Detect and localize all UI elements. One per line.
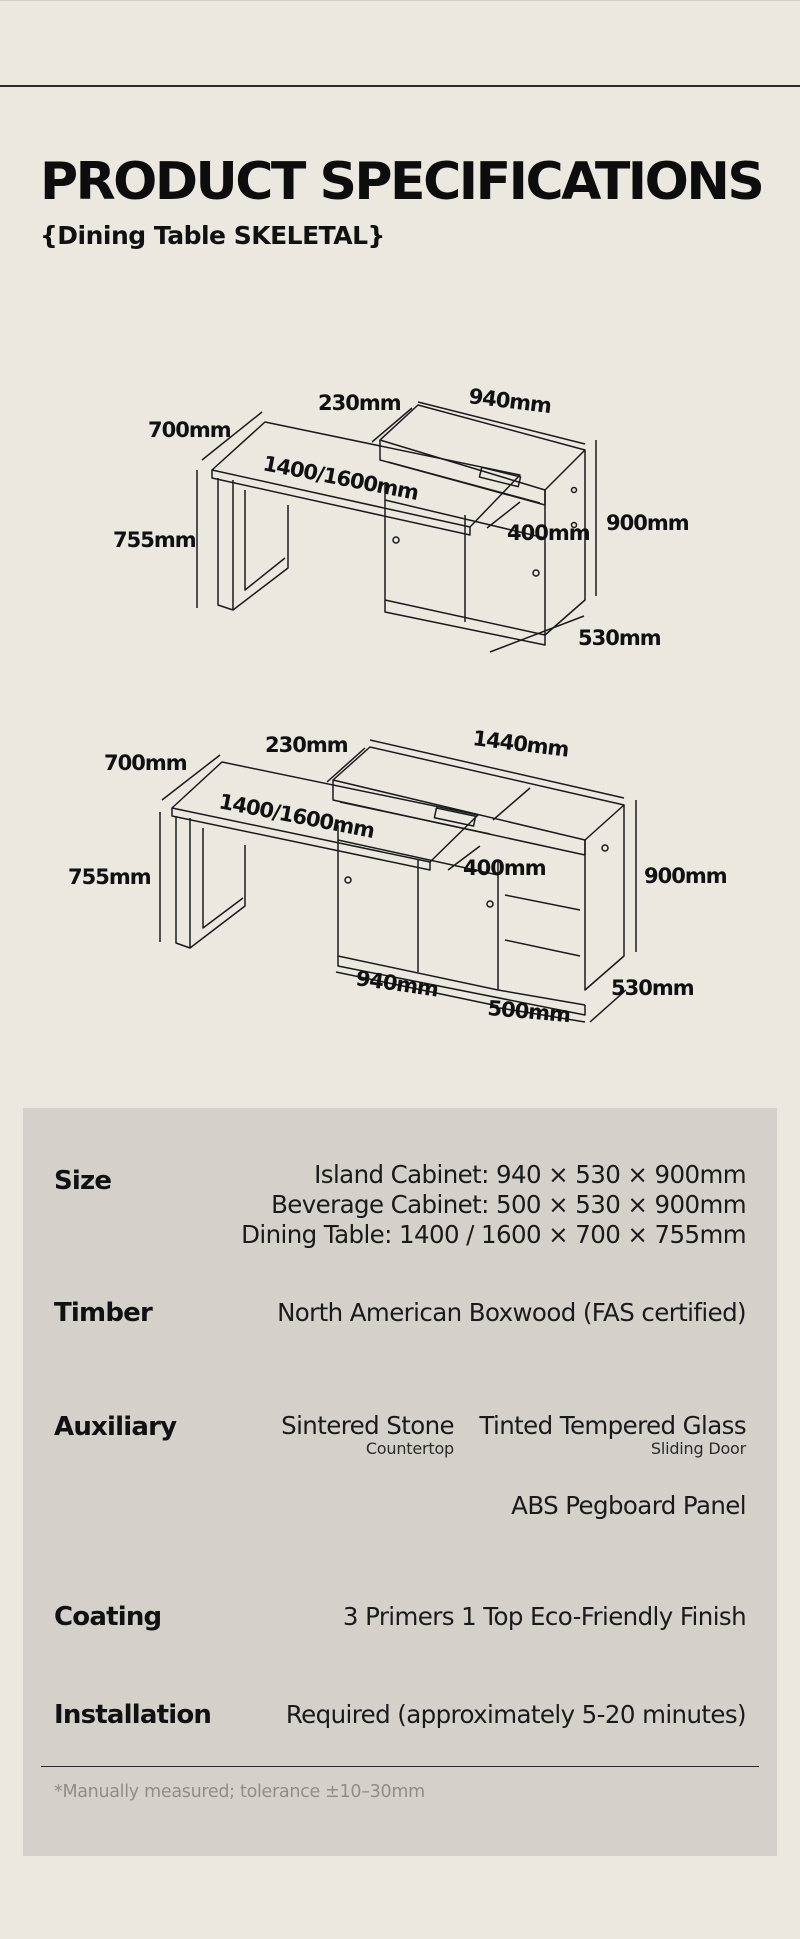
spec-value-coating: 3 Primers 1 Top Eco-Friendly Finish (342, 1602, 747, 1631)
d1-gap-label: 230mm (318, 391, 401, 415)
spec-value-timber: North American Boxwood (FAS certified) (277, 1298, 747, 1327)
d2-table-height-label: 755mm (68, 865, 151, 889)
measurement-footnote: *Manually measured; tolerance ±10–30mm (54, 1782, 425, 1802)
d2-gap-label: 230mm (265, 733, 348, 757)
d2-width-label: 1440mm (471, 726, 570, 762)
d1-table-height-label: 755mm (113, 528, 196, 552)
spec-value-installation: Required (approximately 5-20 minutes) (285, 1700, 747, 1729)
spec-label-auxiliary: Auxiliary (54, 1412, 177, 1442)
d1-height-label: 900mm (606, 511, 689, 535)
size-line-island: Island Cabinet: 940 × 530 × 900mm (314, 1160, 746, 1189)
aux-item-sub: Sliding Door (650, 1439, 746, 1458)
d1-cabinet-depth-label: 530mm (578, 626, 661, 650)
size-line-beverage: Beverage Cabinet: 500 × 530 × 900mm (271, 1190, 747, 1219)
aux-item-name: Tinted Tempered Glass (479, 1411, 746, 1440)
aux-item-sintered-stone: Sintered Stone Countertop (281, 1412, 454, 1458)
d2-cabinet-depth-label: 530mm (611, 976, 694, 1000)
aux-item-name: ABS Pegboard Panel (511, 1491, 746, 1520)
spec-label-timber: Timber (54, 1298, 153, 1328)
d2-depth-label: 700mm (104, 751, 187, 775)
spec-label-size: Size (54, 1166, 112, 1196)
d1-table-length-label: 1400/1600mm (261, 451, 420, 505)
aux-item-sub: Countertop (365, 1439, 454, 1458)
spec-value-size: Island Cabinet: 940 × 530 × 900mm Bevera… (241, 1160, 746, 1250)
d1-width-label: 940mm (467, 384, 552, 418)
aux-item-name: Sintered Stone (281, 1411, 454, 1440)
specifications-panel: Size Island Cabinet: 940 × 530 × 900mm B… (23, 1108, 777, 1856)
size-line-table: Dining Table: 1400 / 1600 × 700 × 755mm (241, 1220, 746, 1249)
spec-label-coating: Coating (54, 1602, 162, 1632)
d1-depth-label: 700mm (148, 418, 231, 442)
panel-divider (41, 1766, 759, 1767)
dimension-diagrams-svg: 700mm 230mm 940mm 1400/1600mm 755mm 400m… (68, 384, 728, 1027)
d1-overhang-label: 400mm (507, 521, 590, 545)
dimension-diagrams: 700mm 230mm 940mm 1400/1600mm 755mm 400m… (0, 300, 800, 1060)
page-title: PRODUCT SPECIFICATIONS (40, 152, 765, 212)
d2-table-length-label: 1400/1600mm (217, 789, 376, 843)
d2-overhang-label: 400mm (463, 856, 546, 880)
aux-item-pegboard: ABS Pegboard Panel (511, 1492, 746, 1520)
section-divider (0, 85, 800, 87)
diagram-1-drawing (196, 401, 597, 653)
d2-island-width-label: 940mm (354, 966, 439, 1001)
diagram-2-drawing (159, 739, 637, 1023)
d2-height-label: 900mm (644, 864, 727, 888)
product-subtitle: {Dining Table SKELETAL} (40, 221, 385, 250)
top-divider (0, 0, 800, 1)
spec-label-installation: Installation (54, 1700, 212, 1730)
aux-item-tinted-glass: Tinted Tempered Glass Sliding Door (479, 1412, 746, 1458)
